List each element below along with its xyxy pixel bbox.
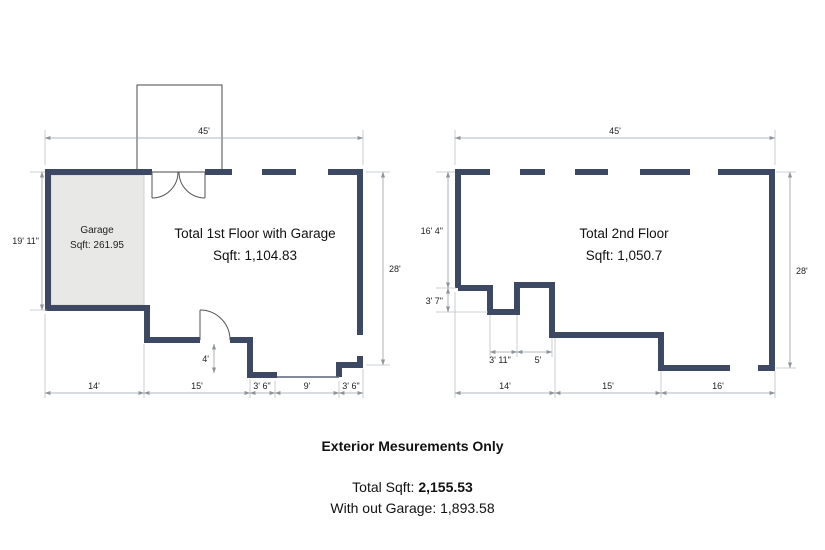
dim-right: 28' [389, 264, 401, 274]
second-floor-dimension-lines [445, 135, 793, 396]
footer-total-line: Total Sqft: 2,155.53 [0, 479, 825, 495]
dim-left-lower: 3' 7" [426, 296, 443, 306]
garage-label: Garage [80, 225, 114, 236]
dim-right: 28' [796, 266, 808, 276]
dim-left: 19' 11" [12, 236, 39, 246]
wall-segment [336, 356, 363, 377]
dim-mid-2: 5' [535, 355, 542, 365]
dim-top: 45' [198, 126, 210, 136]
floor-plan-drawing: 45' 19' 11" 28' 14' 15' 3' 6" 9' 3' 6" 4… [12, 84, 808, 398]
footer-without-garage: With out Garage: 1,893.58 [330, 500, 495, 516]
door-swing-arc [151, 171, 179, 199]
wall-segment [458, 282, 730, 371]
door-swing-arc [178, 171, 206, 199]
first-floor-title: Total 1st Floor with Garage [174, 226, 335, 241]
dim-mid-1: 3' 11" [489, 355, 511, 365]
dim-bottom-4: 9' [304, 381, 311, 391]
dim-top: 45' [609, 126, 621, 136]
footer-total-value: 2,155.53 [418, 479, 473, 495]
dim-bottom-5: 3' 6" [342, 381, 359, 391]
garage-sqft: Sqft: 261.95 [70, 240, 124, 251]
second-floor-extension-lines [436, 130, 796, 398]
dim-bottom-1: 14' [499, 381, 511, 391]
second-floor-plan: 45' 16' 4" 3' 7" 28' 3' 11" 5' 14' 15' 1… [421, 126, 808, 398]
wall-segment [328, 169, 363, 335]
door-swing-arc [199, 309, 231, 341]
footer-total-label: Total Sqft: [352, 479, 419, 495]
dim-bottom-3: 3' 6" [253, 381, 270, 391]
dim-left-upper: 16' 4" [421, 226, 443, 236]
dim-bottom-1: 14' [88, 381, 100, 391]
first-floor-walls [45, 169, 363, 378]
entry-portico-outline [136, 84, 223, 173]
first-floor-dimension-lines [39, 135, 386, 396]
second-floor-sqft: Sqft: 1,050.7 [586, 248, 663, 263]
second-floor-title: Total 2nd Floor [579, 226, 669, 241]
wall-segment [45, 169, 200, 343]
second-floor-walls [455, 169, 775, 371]
dim-bottom-2: 15' [191, 381, 203, 391]
first-floor-plan: 45' 19' 11" 28' 14' 15' 3' 6" 9' 3' 6" 4… [12, 84, 401, 398]
wall-segment [718, 169, 775, 371]
interior-door [199, 309, 231, 341]
dim-step: 4' [202, 354, 209, 364]
front-double-door [151, 171, 206, 199]
wall-segment [230, 337, 277, 378]
dim-bottom-3: 16' [712, 381, 724, 391]
wall-segment [455, 169, 490, 288]
footer-heading: Exterior Mesurements Only [321, 438, 504, 454]
summary-footer: Exterior Mesurements Only Total Sqft: 2,… [0, 438, 825, 516]
dim-bottom-2: 15' [602, 381, 614, 391]
first-floor-sqft: Sqft: 1,104.83 [213, 248, 297, 263]
garage-area [50, 174, 145, 306]
